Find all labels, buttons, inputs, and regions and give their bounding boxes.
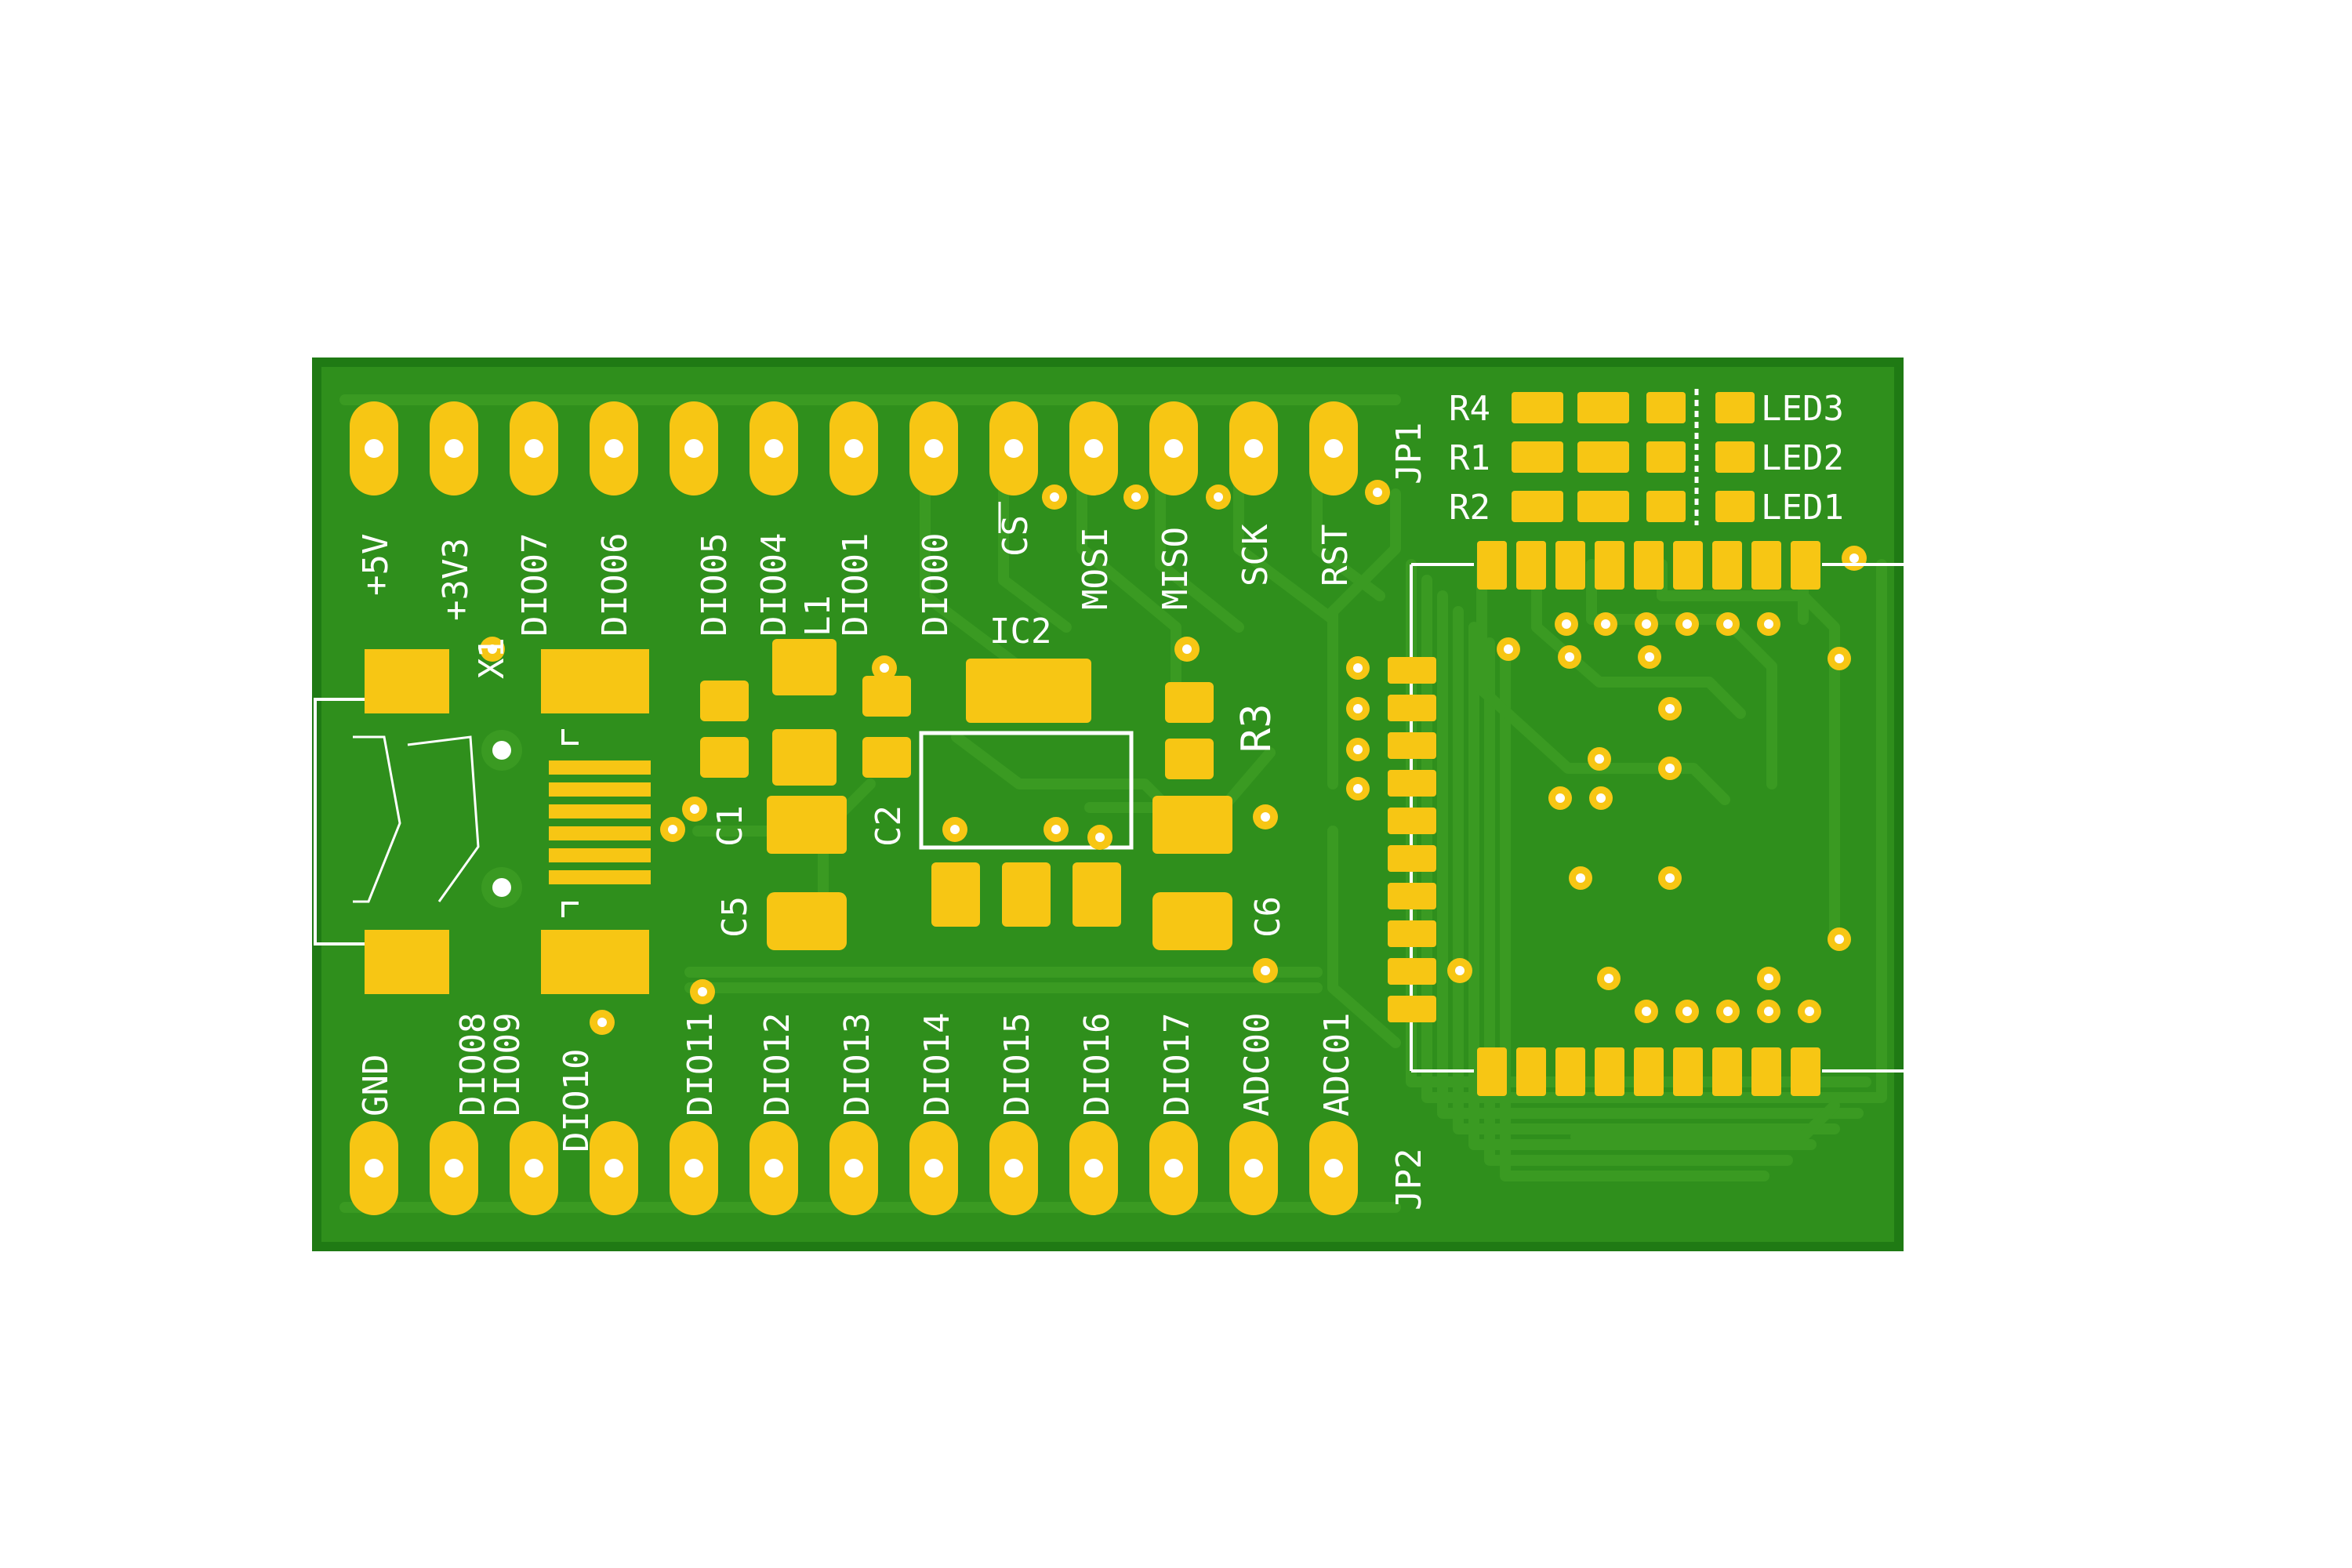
header-jp2-pads (350, 1121, 1358, 1215)
designator-ic2: IC2 (989, 612, 1051, 652)
pin-label-top: SCK (1236, 524, 1276, 586)
designator-r3: R3 (1233, 703, 1280, 753)
pin-label-bottom: DIO16 (1077, 1013, 1117, 1116)
pin-label-bottom: DIO08 (453, 1013, 493, 1116)
designator-jp1: JP1 (1389, 423, 1429, 485)
designator-x1: X1 (472, 637, 512, 679)
led-resistor-pads (1512, 392, 1755, 522)
pin-label-bottom: GND (356, 1054, 396, 1116)
designator-r2: R2 (1449, 488, 1490, 528)
pin-label-bottom: DIO12 (757, 1013, 797, 1116)
designator-led1: LED1 (1761, 488, 1844, 528)
designator-led3: LED3 (1761, 389, 1844, 429)
module-footprint (1346, 541, 1904, 1096)
pin-label-bottom: DIO13 (837, 1013, 877, 1116)
pin-label-bottom: DIO09 (488, 1013, 528, 1116)
pin-label-bottom: DIO15 (997, 1013, 1037, 1116)
designator-c5: C5 (715, 896, 755, 938)
pin-label-bottom: DIO11 (681, 1013, 720, 1116)
designator-r4: R4 (1449, 389, 1490, 429)
designator-jp2: JP2 (1389, 1149, 1429, 1210)
designator-led2: LED2 (1761, 438, 1844, 478)
smd-pads (700, 639, 1232, 950)
pin-label-bottom: DIO17 (1157, 1013, 1197, 1116)
pin-label-bottom: ADC01 (1317, 1013, 1357, 1116)
pin-label-top: DIO06 (595, 533, 635, 637)
pin-label-top: RST (1316, 524, 1356, 586)
pin-label-top: DIO01 (836, 533, 876, 637)
pin-label-bottom: DIO14 (917, 1013, 957, 1116)
pin-label-top: DIO05 (695, 533, 735, 637)
designator-l1: L1 (798, 595, 838, 637)
pin-label-top: MISO (1156, 527, 1196, 610)
designator-c6: C6 (1248, 896, 1288, 938)
pin-label-top: DIO04 (754, 533, 794, 637)
usb-connector-x1 (314, 649, 651, 994)
pin-label-bottom: ADC00 (1237, 1013, 1277, 1116)
pin-label-top: CS (996, 515, 1036, 557)
pin-label-top: DIO00 (916, 533, 956, 637)
designator-r1: R1 (1449, 438, 1490, 478)
header-jp1-pads (350, 401, 1358, 495)
pin-label-top: +3V3 (436, 538, 476, 621)
pin-label-top: +5V (356, 534, 396, 596)
designator-c1: C1 (710, 805, 750, 847)
bottom-pin-labels: GND DIO08 DIO09 DIO10 DIO11 DIO12 DIO13 … (356, 1013, 1357, 1152)
pin-label-bottom: DIO10 (557, 1049, 597, 1152)
designator-c2: C2 (869, 805, 909, 847)
pin-label-top: MOSI (1076, 527, 1116, 610)
top-pin-labels: +5V +3V3 DIO07 DIO06 DIO05 DIO04 DIO01 D… (356, 515, 1356, 637)
vias (480, 480, 1867, 1035)
pin-label-top: DIO07 (515, 533, 555, 637)
ic2-outline (919, 731, 1134, 850)
